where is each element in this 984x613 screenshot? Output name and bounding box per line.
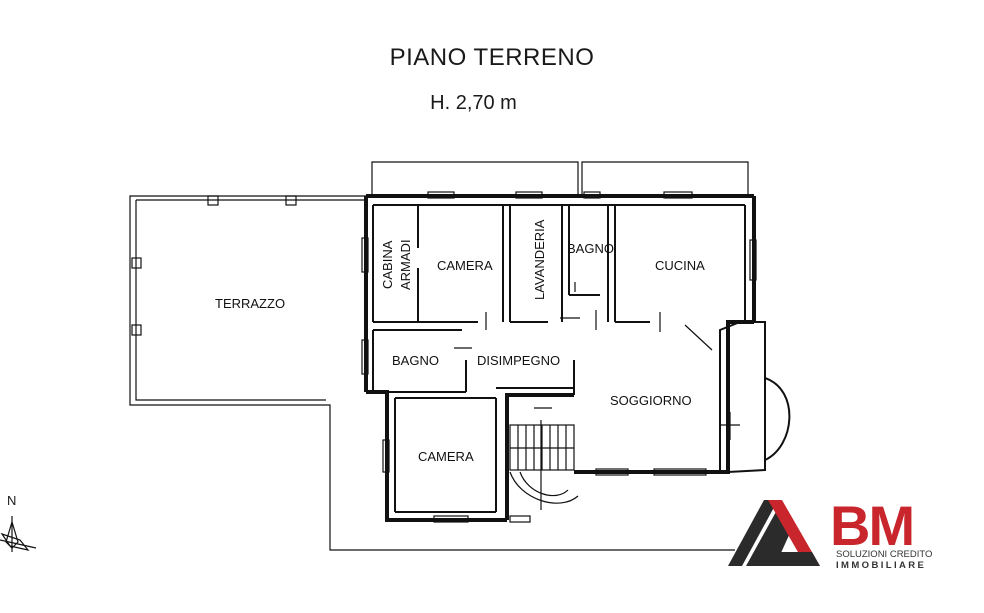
plan-title: PIANO TERRENO	[389, 44, 595, 71]
room-label-bagno-top: BAGNO	[567, 241, 614, 256]
windows	[361, 191, 757, 523]
room-label-soggiorno: SOGGIORNO	[610, 393, 692, 408]
room-label-disimpegno: DISIMPEGNO	[477, 353, 560, 368]
balconies	[371, 161, 749, 196]
bay-window	[764, 377, 791, 461]
room-label-cucina: CUCINA	[655, 258, 705, 273]
door-markers	[454, 282, 740, 440]
compass-rose-icon	[0, 516, 37, 552]
north-label: N	[7, 493, 17, 508]
ceiling-height-label: H. 2,70 m	[430, 92, 517, 114]
brand-logo-mark	[728, 500, 820, 566]
room-label-terrazzo: TERRAZZO	[215, 296, 285, 311]
room-label-cabina-armadi-2: ARMADI	[398, 239, 413, 290]
room-label-camera-top: CAMERA	[437, 258, 493, 273]
staircase	[509, 420, 579, 510]
interior-walls	[372, 204, 746, 513]
brand-tagline-1: SOLUZIONI CREDITO	[836, 549, 933, 560]
room-label-lavanderia: LAVANDERIA	[532, 219, 547, 300]
room-label-bagno-left: BAGNO	[392, 353, 439, 368]
room-label-camera-bottom: CAMERA	[418, 449, 474, 464]
brand-name: BM	[830, 494, 915, 557]
terrace-outline	[129, 195, 735, 551]
brand-tagline-2: IMMOBILIARE	[836, 560, 927, 571]
room-label-cabina-armadi-1: CABINA	[380, 240, 395, 289]
